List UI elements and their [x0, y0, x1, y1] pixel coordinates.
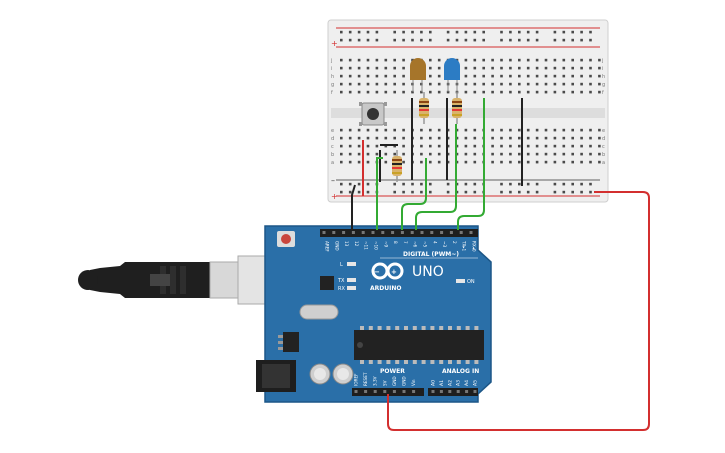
arduino-logo: − +	[371, 262, 404, 280]
led-tx-label: TX	[337, 278, 345, 284]
push-button[interactable]	[359, 102, 387, 126]
row-letter: f	[331, 90, 333, 96]
digital-pin-label: 13	[344, 241, 349, 247]
row-letter: b	[602, 152, 605, 158]
usb-chip	[320, 276, 334, 290]
led-yellow[interactable]	[410, 58, 426, 92]
wire-pin12	[376, 157, 383, 230]
digital-pin-label: 12	[354, 241, 359, 247]
power-pin-label: IOREF	[354, 373, 359, 386]
row-letter: j	[330, 58, 332, 64]
rail-plus-top-label: +	[331, 39, 338, 48]
crystal-oscillator	[299, 304, 339, 320]
digital-pin-labels: AREF GND 13 12 ~11 ~10 ~9 8 7 ~6 ~5 4 ~3 2 TX▸1 RX◂0	[325, 240, 477, 252]
brand-label: ARDUINO	[370, 285, 401, 292]
digital-pin-label: ~10	[374, 241, 379, 250]
power-pin-labels: IOREF RESET 3.3V 5V GND GND Vin	[354, 372, 417, 386]
row-letter: h	[602, 74, 605, 80]
digital-pin-label: ~9	[383, 241, 388, 248]
status-leds	[347, 262, 465, 290]
dc-power-jack	[256, 360, 296, 392]
on-label: ON	[467, 279, 475, 285]
wires	[322, 98, 650, 431]
analog-pin-label: A5	[473, 380, 479, 386]
components	[359, 58, 462, 182]
analog-pin-label: A2	[447, 380, 453, 386]
analog-pin-label: A3	[456, 380, 462, 386]
row-letter: g	[602, 82, 605, 88]
rail-minus-bottom-label: –	[331, 176, 335, 185]
led-l-label: L	[340, 262, 343, 268]
digital-pin-label: TX▸1	[462, 240, 467, 252]
row-letter: c	[602, 144, 605, 150]
digital-pin-label: 8	[393, 241, 398, 244]
digital-pin-label: ~6	[413, 241, 418, 248]
digital-pin-label: ~3	[442, 241, 447, 248]
resistor-2[interactable]	[452, 92, 462, 124]
row-letter: b	[331, 152, 334, 158]
row-letter: c	[331, 144, 334, 150]
usb-cable	[78, 255, 271, 305]
digital-pin-label: 7	[403, 241, 408, 244]
wire-5v	[387, 191, 650, 431]
atmega-chip	[354, 326, 484, 364]
led-rx-label: RX	[338, 286, 345, 292]
analog-pin-label: A0	[431, 380, 437, 386]
digital-pin-label: 4	[432, 241, 437, 244]
resistor-1[interactable]	[419, 92, 429, 124]
row-letter: f	[602, 90, 604, 96]
wire-pin9	[401, 158, 427, 230]
row-letter: d	[331, 136, 334, 142]
resistor-3[interactable]	[392, 150, 402, 182]
led-blue[interactable]	[444, 58, 460, 92]
analog-header	[428, 388, 478, 396]
model-label: UNO	[412, 264, 444, 280]
digital-pin-label: ~5	[423, 241, 428, 248]
row-letter: e	[602, 128, 605, 134]
digital-label: DIGITAL (PWM~)	[403, 251, 459, 258]
power-label: POWER	[380, 368, 405, 375]
row-letter: d	[602, 136, 605, 142]
wire-pin2	[457, 98, 485, 230]
row-letter: e	[331, 128, 334, 134]
row-letter: a	[602, 160, 605, 166]
digital-pin-label: 2	[452, 241, 457, 244]
digital-pin-label: AREF	[325, 241, 330, 252]
row-letter: a	[331, 160, 334, 166]
row-letter: h	[331, 74, 334, 80]
power-pin-label: GND	[392, 376, 397, 386]
row-letter: i	[602, 66, 603, 72]
row-letter: g	[331, 82, 334, 88]
rail-plus-bottom-label: +	[331, 192, 338, 201]
digital-pin-label: GND	[334, 241, 339, 251]
wire-gnd	[351, 184, 356, 230]
analog-pin-label: A4	[464, 380, 470, 386]
power-header	[352, 388, 424, 396]
svg-text:+: +	[391, 268, 397, 276]
power-pin-label: 5V	[382, 380, 387, 386]
digital-pin-label: ~11	[364, 241, 369, 250]
analog-pin-label: A1	[439, 380, 445, 386]
wire-pin8	[415, 124, 457, 230]
power-pin-label: GND	[402, 376, 407, 386]
digital-pin-label: RX◂0	[472, 241, 477, 252]
digital-header	[320, 229, 478, 237]
power-pin-label: Vin	[411, 379, 416, 386]
voltage-regulator	[283, 332, 299, 352]
arduino-uno-board: AREF GND 13 12 ~11 ~10 ~9 8 7 ~6 ~5 4 ~3 2 TX▸1 RX◂0 DI…	[256, 225, 492, 403]
power-pin-label: 3.3V	[373, 376, 378, 386]
svg-text:−: −	[374, 268, 380, 276]
row-letter: j	[601, 58, 603, 64]
power-pin-label: RESET	[363, 372, 368, 386]
row-letter: i	[331, 66, 332, 72]
analog-label: ANALOG IN	[442, 368, 479, 375]
capacitors	[309, 363, 354, 385]
reset-button[interactable]	[277, 231, 295, 247]
